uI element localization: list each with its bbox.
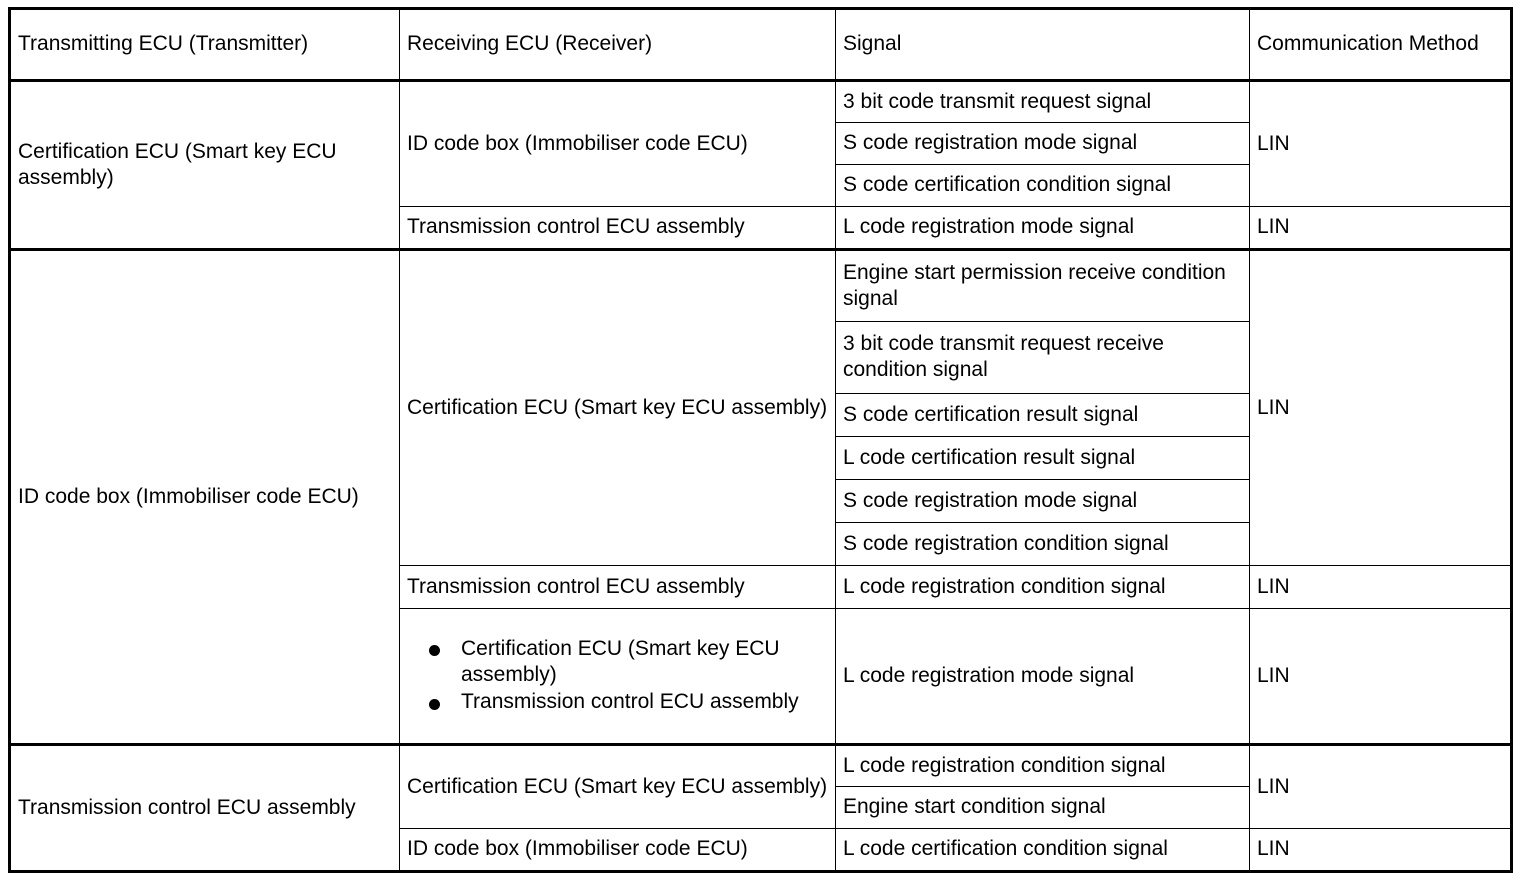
list-item: Certification ECU (Smart key ECU assembl…	[429, 636, 828, 689]
receiver-cell-bulleted: Certification ECU (Smart key ECU assembl…	[399, 608, 836, 745]
table-row: L code certification result signal	[10, 436, 1512, 480]
receiver-bullet-list: Certification ECU (Smart key ECU assembl…	[407, 636, 828, 716]
ecu-communication-table: Transmitting ECU (Transmitter) Receiving…	[8, 7, 1513, 873]
list-item: Transmission control ECU assembly	[429, 689, 828, 715]
table-row: S code registration condition signal	[10, 522, 1512, 566]
table-row: ID code box (Immobiliser code ECU) L cod…	[10, 828, 1512, 872]
list-item-label: Certification ECU (Smart key ECU assembl…	[461, 636, 780, 686]
signal-cell: L code registration condition signal	[835, 743, 1250, 787]
signal-cell: 3 bit code transmit request receive cond…	[835, 321, 1250, 394]
method-cell: LIN	[1249, 828, 1512, 872]
receiver-cell: Certification ECU (Smart key ECU assembl…	[399, 248, 836, 566]
signal-cell: L code certification result signal	[835, 436, 1250, 480]
signal-cell: 3 bit code transmit request signal	[835, 79, 1250, 123]
receiver-cell: Transmission control ECU assembly	[399, 565, 836, 609]
table-row: Certification ECU (Smart key ECU assembl…	[9, 79, 1512, 250]
signal-cell: L code registration mode signal	[835, 608, 1250, 745]
table-body: Certification ECU (Smart key ECU assembl…	[9, 79, 1512, 872]
table-row: Transmission control ECU assembly Certif…	[9, 743, 1512, 872]
list-item-label: Transmission control ECU assembly	[461, 690, 799, 714]
receiver-cell: Certification ECU (Smart key ECU assembl…	[399, 743, 836, 829]
header-transmitting-ecu: Transmitting ECU (Transmitter)	[9, 8, 400, 81]
receiver-cell: ID code box (Immobiliser code ECU)	[399, 79, 836, 207]
method-cell: LIN	[1249, 206, 1512, 250]
header-communication-method: Communication Method	[1249, 8, 1512, 81]
signal-cell: S code registration mode signal	[835, 479, 1250, 523]
method-cell: LIN	[1249, 608, 1512, 745]
signal-cell: Engine start condition signal	[835, 786, 1250, 829]
table-row: Transmission control ECU assembly L code…	[10, 206, 1512, 250]
receiver-cell: ID code box (Immobiliser code ECU)	[399, 828, 836, 872]
receiver-cell: Transmission control ECU assembly	[399, 206, 836, 250]
table-row: Certification ECU (Smart key ECU assembl…	[10, 608, 1512, 745]
table-row: ID code box (Immobiliser code ECU) Certi…	[9, 248, 1512, 745]
ecu-communication-table-page: Transmitting ECU (Transmitter) Receiving…	[0, 7, 1520, 881]
signal-cell: S code certification result signal	[835, 393, 1250, 437]
table-row: S code registration mode signal	[10, 479, 1512, 523]
table-row: S code registration mode signal	[10, 122, 1512, 165]
table-row: S code certification result signal	[10, 393, 1512, 437]
table-row: Engine start condition signal	[10, 786, 1512, 829]
transmitter-cell: Transmission control ECU assembly	[9, 743, 400, 872]
signal-cell: L code registration condition signal	[835, 565, 1250, 609]
signal-cell: Engine start permission receive conditio…	[835, 248, 1250, 322]
bullet-dot-icon	[429, 698, 440, 710]
header-receiving-ecu: Receiving ECU (Receiver)	[399, 8, 836, 81]
table-row: S code certification condition signal	[10, 164, 1512, 207]
header-row: Transmitting ECU (Transmitter) Receiving…	[9, 8, 1512, 81]
method-cell: LIN	[1249, 248, 1512, 566]
table-row: Transmission control ECU assembly L code…	[10, 565, 1512, 609]
table-row: 3 bit code transmit request receive cond…	[10, 321, 1512, 394]
transmitter-cell: Certification ECU (Smart key ECU assembl…	[9, 79, 400, 250]
header-signal: Signal	[835, 8, 1250, 81]
method-cell: LIN	[1249, 79, 1512, 207]
transmitter-cell: ID code box (Immobiliser code ECU)	[9, 248, 400, 745]
bullet-dot-icon	[429, 645, 440, 657]
signal-cell: S code registration mode signal	[835, 122, 1250, 165]
signal-cell: L code registration mode signal	[835, 206, 1250, 250]
method-cell: LIN	[1249, 743, 1512, 829]
signal-cell: L code certification condition signal	[835, 828, 1250, 872]
signal-cell: S code registration condition signal	[835, 522, 1250, 566]
method-cell: LIN	[1249, 565, 1512, 609]
signal-cell: S code certification condition signal	[835, 164, 1250, 207]
table-header: Transmitting ECU (Transmitter) Receiving…	[9, 8, 1512, 81]
